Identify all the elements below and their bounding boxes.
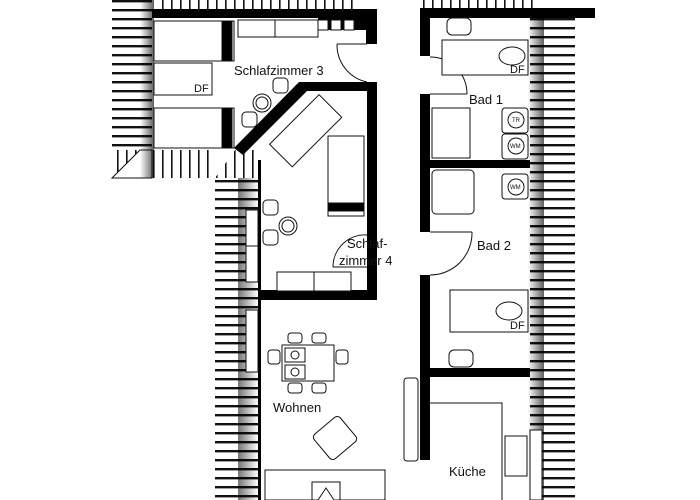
washer-label: WM (510, 144, 521, 150)
room-label-bad2: Bad 2 (477, 238, 511, 253)
wardrobe (237, 19, 319, 38)
roof-window-sz3 (153, 62, 213, 96)
room-label-schlafzimmer4-line2: zimmer 4 (339, 253, 392, 268)
radiator (403, 377, 419, 462)
room-label-bad1: Bad 1 (469, 92, 503, 107)
door-schlafzimmer4 (332, 234, 368, 268)
df-label: DF (194, 83, 209, 95)
door-schlafzimmer3 (336, 43, 368, 83)
shower (431, 107, 471, 159)
washer-label: WM (510, 185, 521, 191)
sink (448, 349, 474, 368)
sink (446, 17, 472, 36)
room-label-schlafzimmer3: Schlafzimmer 3 (234, 63, 324, 78)
bed (153, 20, 235, 62)
shower (431, 169, 475, 215)
armchair (312, 415, 358, 461)
df-label: DF (510, 320, 525, 332)
door-bad2 (429, 231, 473, 276)
df-label: DF (510, 64, 525, 76)
room-label-kueche: Küche (449, 464, 486, 479)
windows (245, 19, 543, 500)
bed (268, 93, 343, 168)
room-label-schlafzimmer4-line1: Schlaf- (347, 236, 387, 251)
kitchen-sink (504, 435, 528, 477)
bed (153, 107, 235, 149)
dryer-label: TR (512, 118, 521, 124)
walls (152, 8, 595, 500)
room-label-wohnen: Wohnen (273, 400, 321, 415)
furniture (153, 17, 529, 500)
